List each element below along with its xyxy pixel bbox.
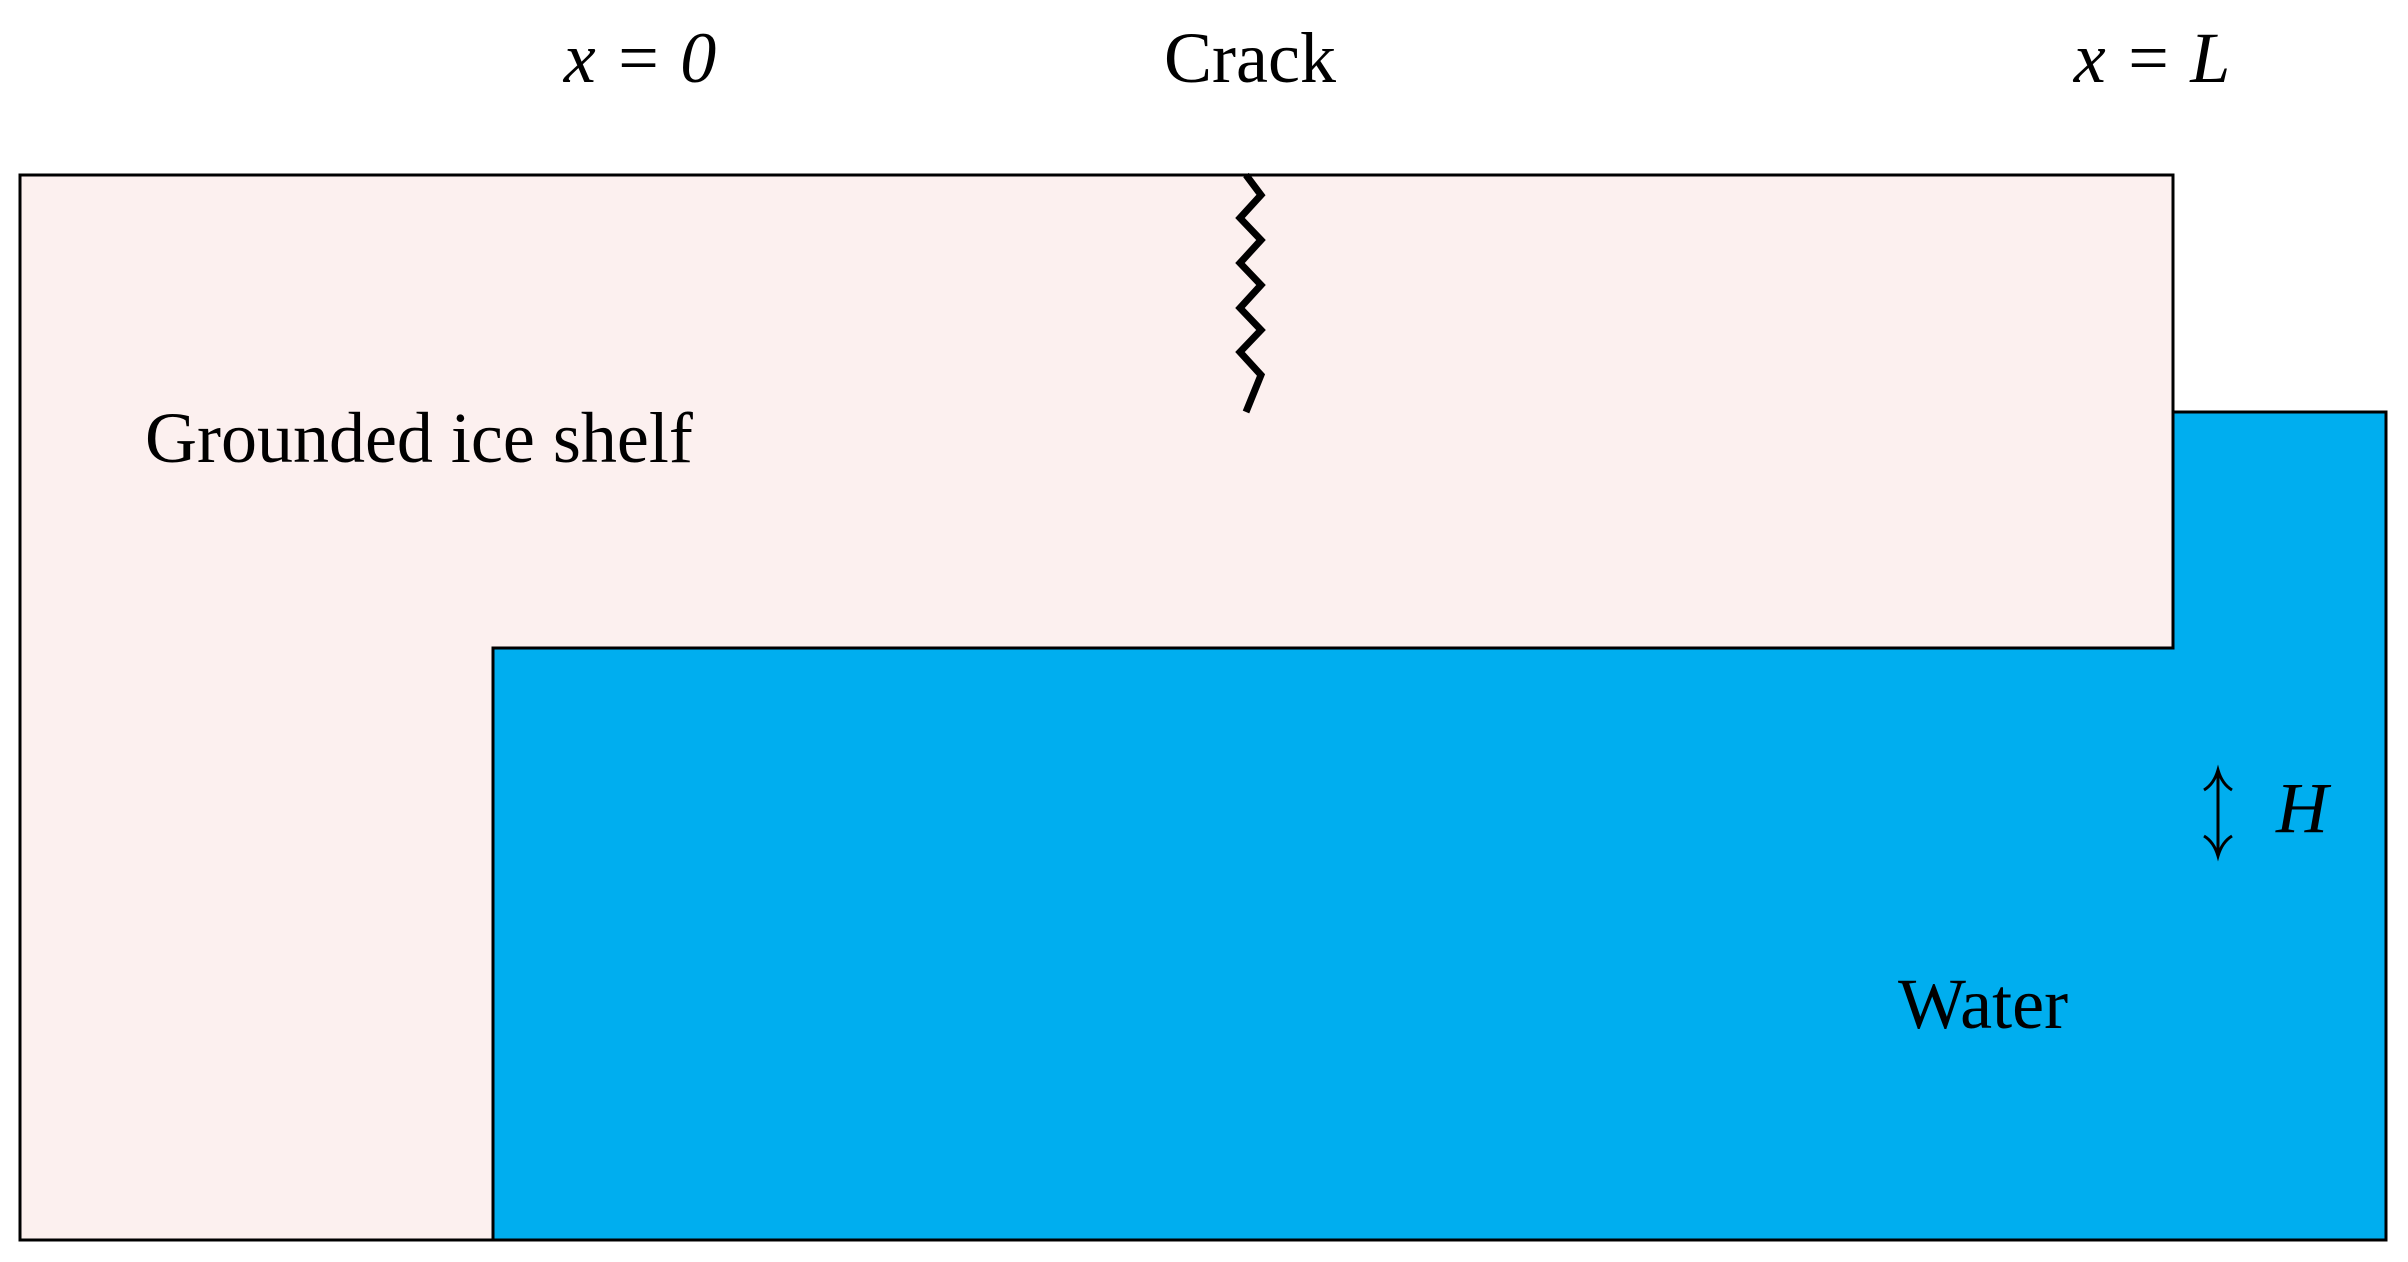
label-crack: Crack xyxy=(1164,18,1336,98)
label-grounded-ice-shelf: Grounded ice shelf xyxy=(145,398,693,478)
label-x-l: x = L xyxy=(2073,18,2231,98)
crack-zigzag xyxy=(1235,172,1266,414)
label-h: H xyxy=(2275,768,2332,848)
h-double-arrow-icon xyxy=(2203,764,2233,862)
ice-shelf-region xyxy=(18,173,2175,1242)
label-x-zero: x = 0 xyxy=(563,18,717,98)
label-water: Water xyxy=(1898,964,2068,1044)
